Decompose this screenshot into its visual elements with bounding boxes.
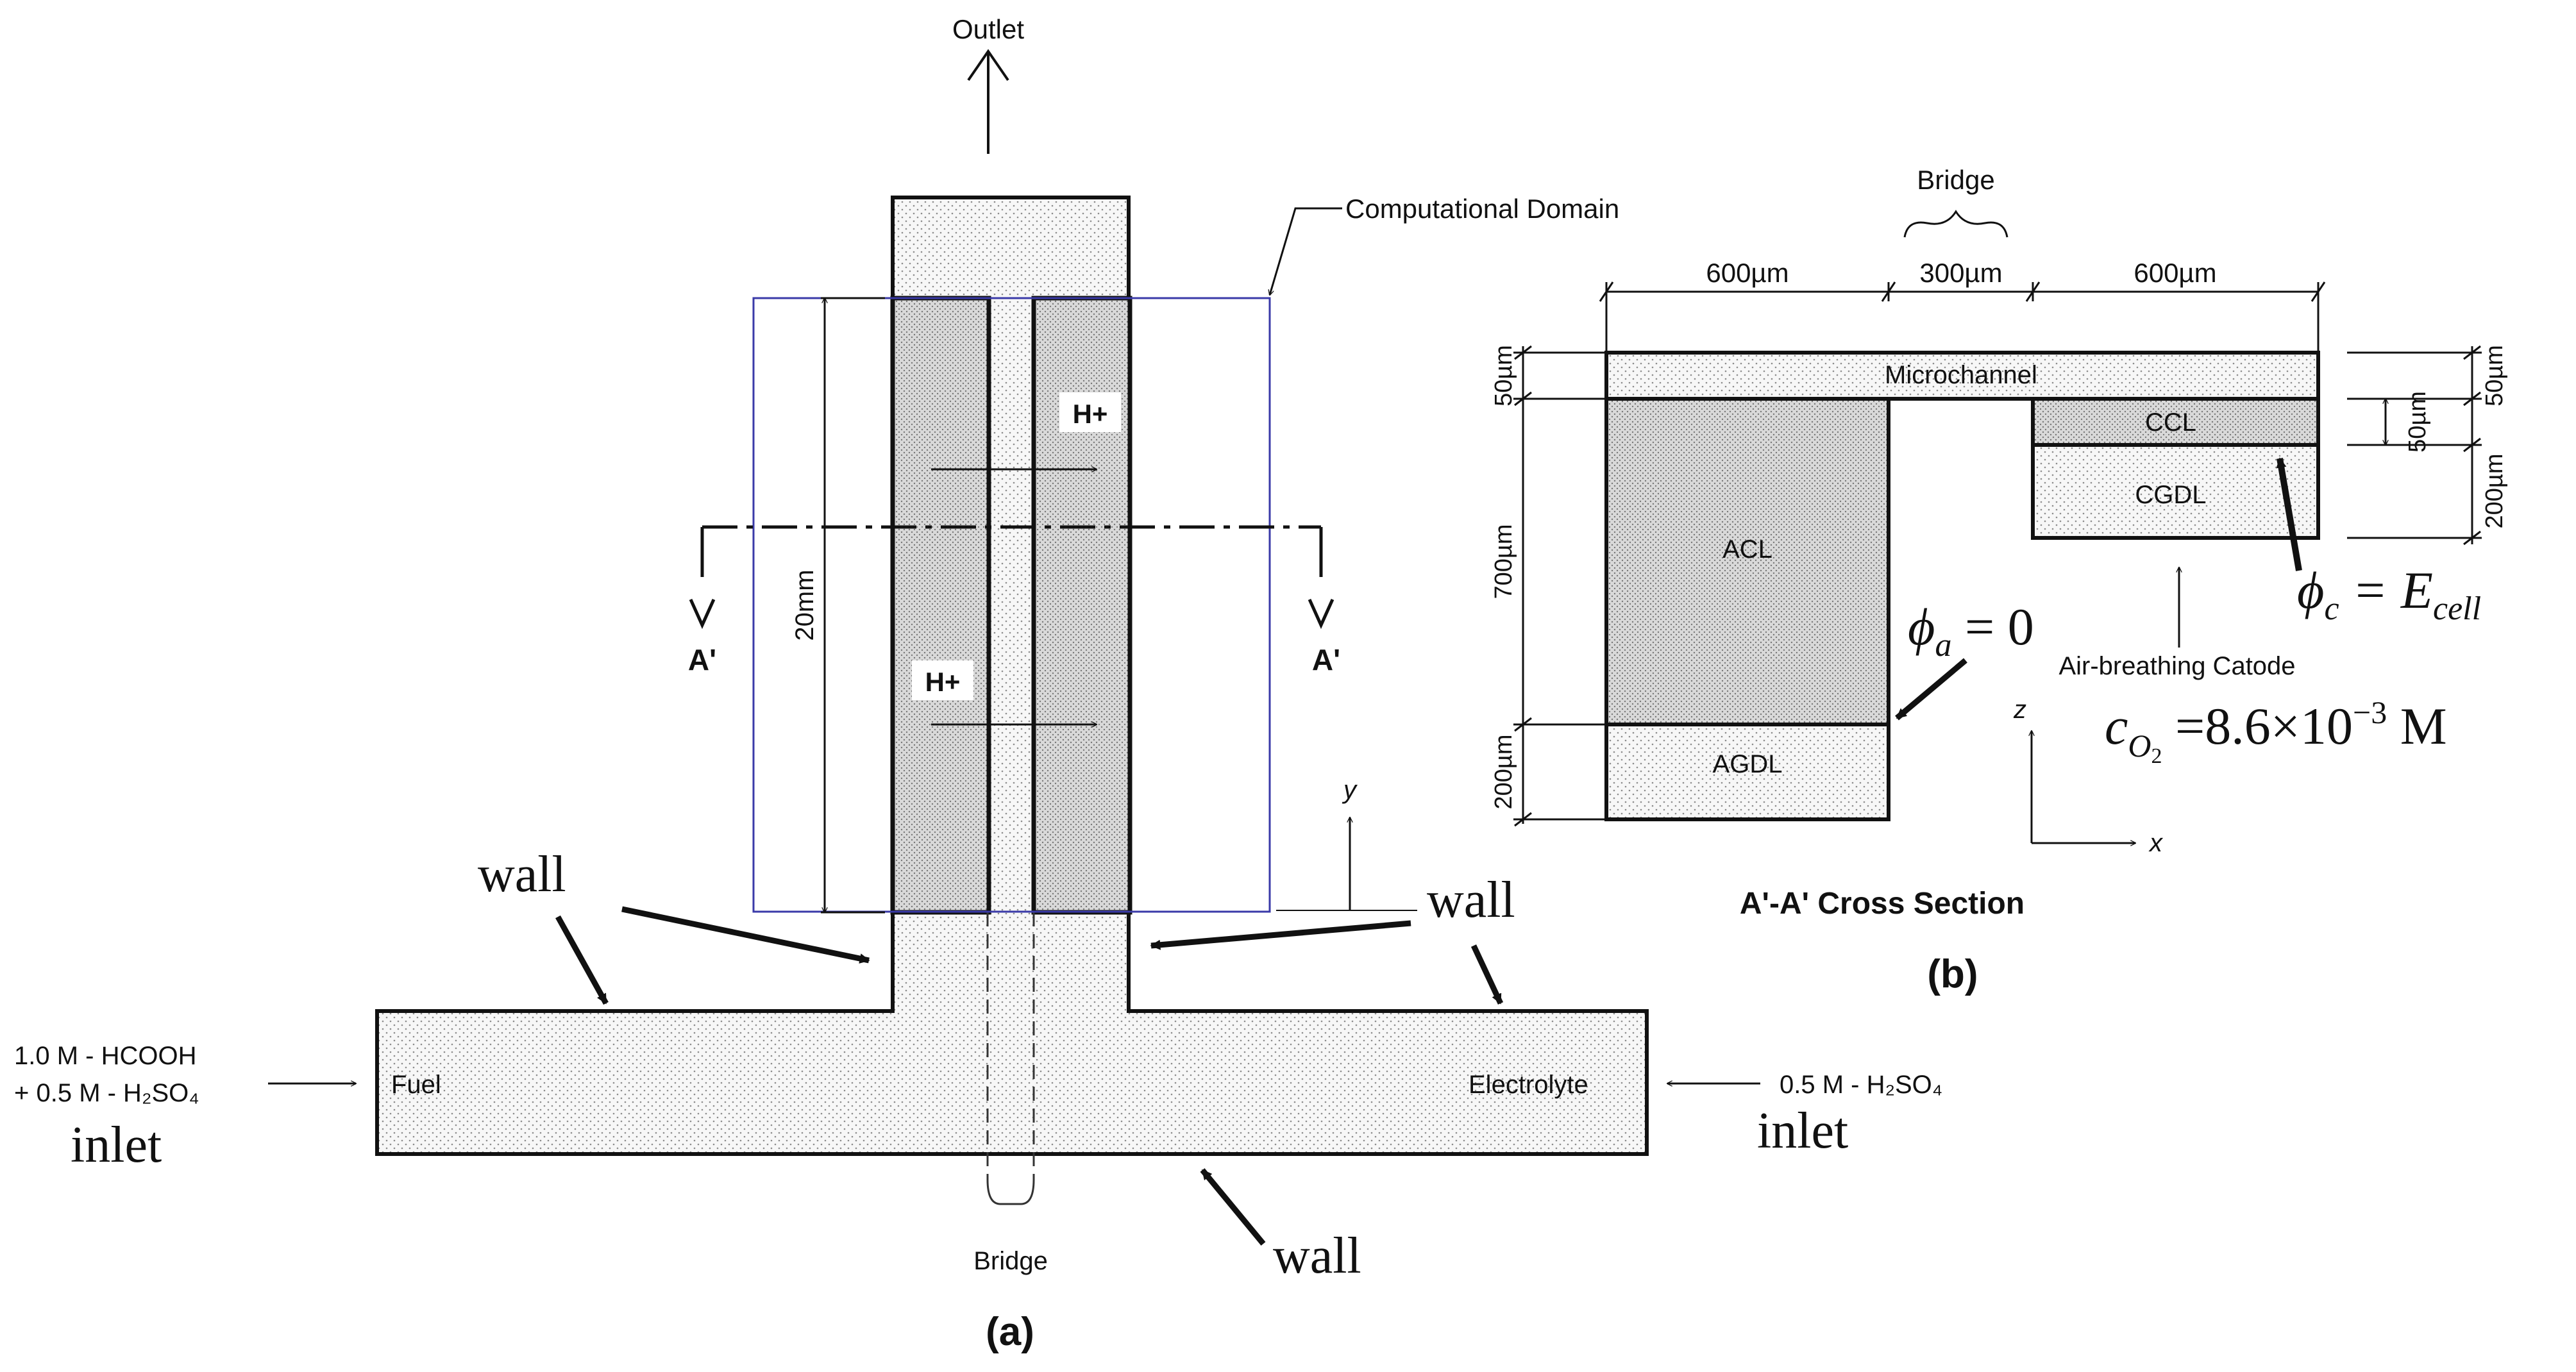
wall-label-bottom: wall bbox=[1273, 1228, 1361, 1284]
dim-700: 700µm bbox=[1490, 524, 1517, 599]
z-axis-label: z bbox=[2013, 696, 2026, 724]
wall-arrow-left-2 bbox=[621, 906, 870, 964]
computational-domain-label: Computational Domain bbox=[1345, 194, 1619, 224]
electrolyte-label: Electrolyte bbox=[1469, 1071, 1588, 1099]
wall-arrow-right-2 bbox=[1470, 944, 1504, 1005]
caption-a: (a) bbox=[986, 1310, 1034, 1354]
anode-strip bbox=[890, 296, 991, 915]
computational-domain-leader bbox=[1270, 207, 1342, 295]
wall-label-left: wall bbox=[478, 846, 566, 903]
bridge-brace-b bbox=[1903, 210, 2008, 238]
fuel-label: Fuel bbox=[391, 1071, 441, 1099]
proton-label-bottom: H+ bbox=[925, 667, 961, 697]
right-dimensions bbox=[2347, 345, 2482, 546]
diagram-a: Outlet Bridge Computational Domain 20mm bbox=[14, 14, 1942, 1354]
dim-200-left: 200µm bbox=[1490, 735, 1517, 810]
fuel-inlet-line1: 1.0 M - HCOOH bbox=[14, 1042, 196, 1070]
microchannel-region bbox=[1604, 351, 2320, 401]
cgdl-label: CGDL bbox=[2135, 481, 2206, 509]
proton-label-top: H+ bbox=[1073, 399, 1108, 429]
wall-arrow-bottom bbox=[1200, 1168, 1266, 1246]
dim-600-right: 600µm bbox=[2134, 258, 2216, 288]
proton-label-bg-bottom bbox=[912, 660, 973, 700]
computational-domain-box bbox=[752, 297, 1271, 913]
phi-c-arrow bbox=[2276, 457, 2302, 571]
ccl-region bbox=[2031, 397, 2320, 447]
electrolyte-inlet-label: inlet bbox=[1757, 1103, 1848, 1159]
x-axis-label: x bbox=[2148, 829, 2164, 857]
fuel-inlet-label: inlet bbox=[71, 1117, 162, 1173]
cgdl-region bbox=[2031, 443, 2320, 540]
dim-200-right: 200µm bbox=[2481, 454, 2508, 529]
outlet-label: Outlet bbox=[952, 14, 1024, 44]
c-o2-equation: cO2 =8.6×10−3 M bbox=[2105, 694, 2447, 768]
cross-section-title: A'-A' Cross Section bbox=[1740, 887, 2025, 921]
dim-50-right-outer: 50µm bbox=[2481, 345, 2508, 406]
outlet-arrow bbox=[967, 49, 1009, 154]
electrolyte-inlet-composition: 0.5 M - H₂SO₄ bbox=[1780, 1071, 1942, 1099]
air-breathing-label: Air-breathing Catode bbox=[2058, 652, 2295, 680]
agdl-label: AGDL bbox=[1713, 750, 1783, 778]
dimension-20mm bbox=[821, 297, 885, 914]
bridge-dashed-lines bbox=[986, 912, 1035, 1180]
fuel-inlet-line2: + 0.5 M - H₂SO₄ bbox=[14, 1079, 199, 1107]
dim-20mm-label: 20mm bbox=[791, 569, 819, 640]
bridge-label-a: Bridge bbox=[973, 1247, 1048, 1275]
phi-a-arrow bbox=[1895, 658, 1967, 721]
ccl-label: CCL bbox=[2145, 408, 2196, 437]
bridge-brace bbox=[986, 1179, 1035, 1205]
caption-b: (b) bbox=[1927, 952, 1978, 996]
section-cut-line bbox=[689, 525, 1334, 630]
microchannel-label: Microchannel bbox=[1885, 361, 2037, 389]
dim-300: 300µm bbox=[1919, 258, 2002, 288]
bridge-label-b: Bridge bbox=[1917, 165, 1994, 195]
top-dimensions bbox=[1599, 281, 2326, 353]
section-mark-right: A' bbox=[1312, 643, 1340, 676]
acl-label: ACL bbox=[1722, 535, 1772, 564]
left-dimensions bbox=[1513, 345, 1606, 827]
y-axis-label: y bbox=[1342, 776, 1358, 804]
proton-label-bg-top bbox=[1059, 392, 1121, 432]
phi-a-equation: ϕa = 0 bbox=[1908, 598, 2034, 664]
t-channel bbox=[375, 196, 1649, 1156]
dim-50-right-inner: 50µm bbox=[2404, 391, 2431, 453]
diagram-b: Bridge 600µm 300µm 600µm Microchannel CC… bbox=[1490, 165, 2508, 996]
section-mark-left: A' bbox=[688, 643, 716, 676]
wall-label-right: wall bbox=[1427, 872, 1515, 928]
phi-c-equation: ϕc = Ecell bbox=[2297, 561, 2481, 627]
wall-arrow-right-1 bbox=[1150, 920, 1411, 950]
wall-arrow-left-1 bbox=[555, 915, 609, 1005]
dim-50-left: 50µm bbox=[1490, 345, 1517, 406]
dim-600-left: 600µm bbox=[1706, 258, 1789, 288]
cathode-strip bbox=[1031, 296, 1132, 915]
agdl-region bbox=[1604, 723, 1890, 821]
